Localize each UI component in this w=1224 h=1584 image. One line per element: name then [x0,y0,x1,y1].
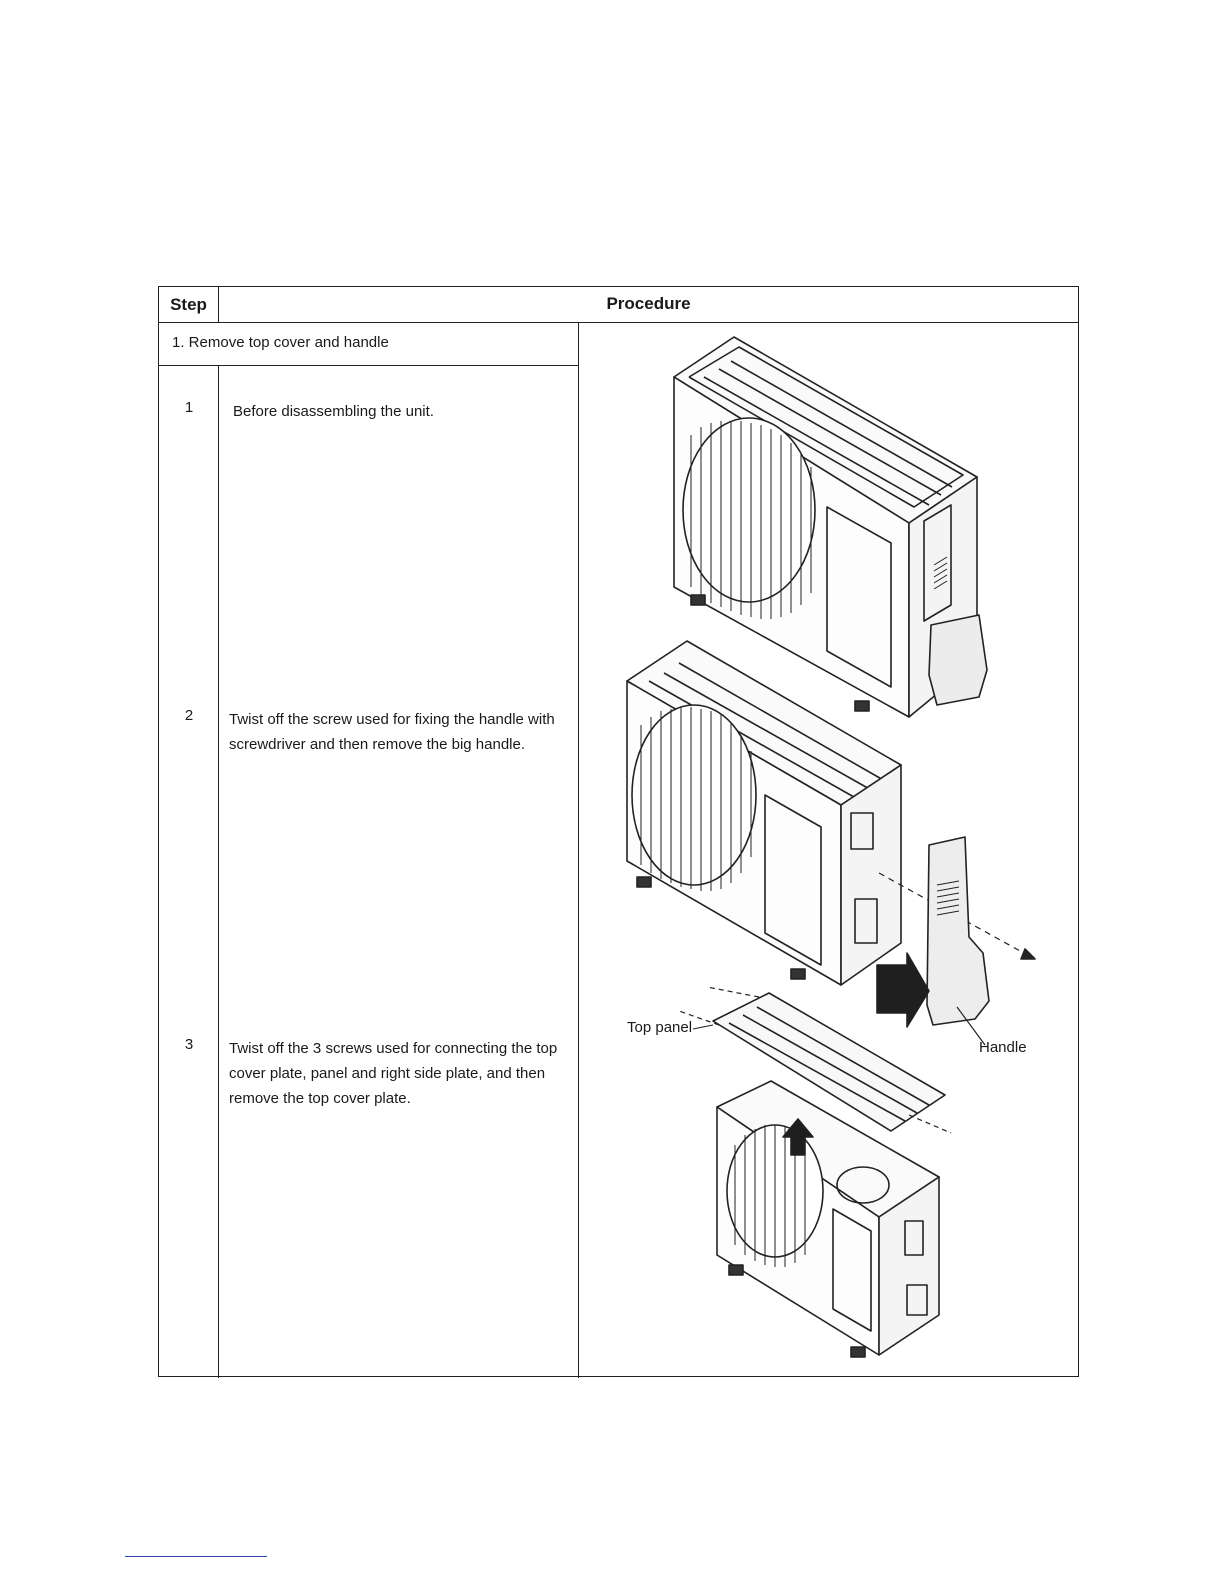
unit-assembled-drawing [673,336,988,718]
column-divider [578,323,579,1378]
unit-top-panel-removal-drawing [678,986,952,1358]
step-number-2: 2 [184,707,194,724]
header-procedure: Procedure [606,294,691,313]
header-step: Step [159,287,219,323]
section-title: 1. Remove top cover and handle [159,323,579,366]
disassembly-illustration: Top panel Handle [579,325,1078,1375]
outdoor-unit-drawings [626,336,1036,1358]
step-text-1: Before disassembling the unit. [233,403,434,420]
label-handle: Handle [979,1039,1027,1056]
step-number-1: 1 [184,399,194,416]
step-number-3: 3 [184,1036,194,1053]
procedure-table: Step Procedure 1. Remove top cover and h… [158,286,1079,1378]
step-text-3: Twist off the 3 screws used for connecti… [229,1040,558,1107]
unit-handle-removal-drawing [626,640,1036,1046]
step-column-divider [218,366,219,1378]
table-header-row: Step Procedure [159,287,1078,323]
footnote-rule [125,1556,267,1557]
label-top-panel: Top panel [627,1019,693,1036]
step-text-2: Twist off the screw used for fixing the … [229,711,555,753]
